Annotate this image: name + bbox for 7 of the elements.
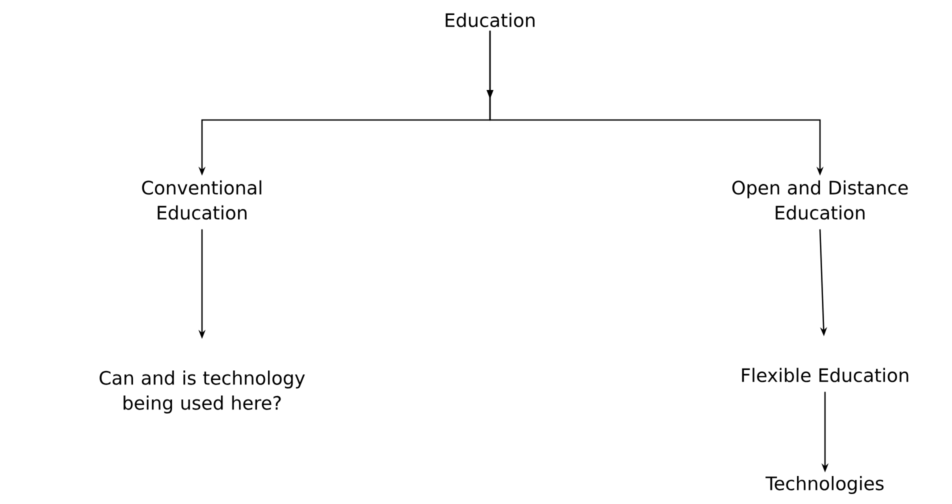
node-label: Flexible Education — [742, 368, 908, 382]
arrowhead — [486, 90, 494, 99]
node-label: Education — [446, 12, 535, 28]
node-label: Conventional Education — [142, 180, 262, 220]
node-label: Can and is technology being used here? — [100, 370, 305, 414]
node-label: Open and Distance Education — [732, 180, 908, 220]
node-label: Technologies — [766, 476, 884, 494]
